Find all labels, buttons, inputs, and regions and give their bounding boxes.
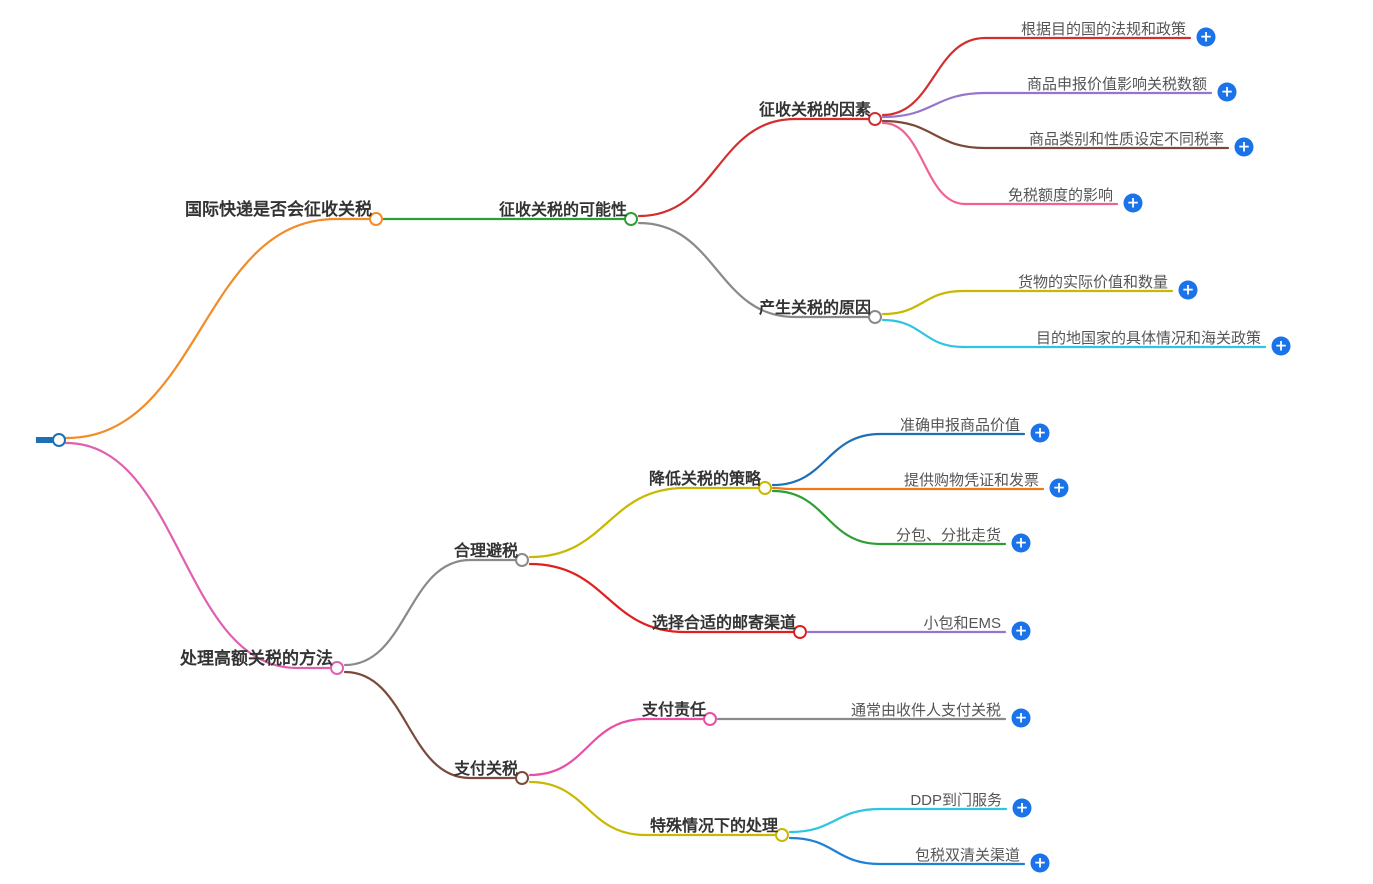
expand-plus-icon-l11[interactable]: + [1011, 708, 1031, 728]
edge-n2b-to-n2b1 [528, 717, 712, 777]
leaf-label-l8[interactable]: 提供购物凭证和发票 [903, 472, 1039, 489]
edge-n1a1-to-l4 [881, 121, 1119, 206]
edge-n1a1-to-l3 [881, 119, 1230, 150]
node-dot-n1a1[interactable] [868, 112, 882, 126]
edge-n2b2-to-l12 [788, 807, 1008, 834]
leaf-label-l2[interactable]: 商品申报价值影响关税数额 [1026, 76, 1207, 93]
node-label-n2a[interactable]: 合理避税 [453, 543, 518, 560]
leaf-label-l10[interactable]: 小包和EMS [923, 615, 1001, 632]
edge-n2-to-n2b [343, 670, 524, 780]
node-dot-n2b[interactable] [515, 771, 529, 785]
edge-n2a1-to-l9 [771, 489, 1007, 546]
edge-root-to-n1 [64, 217, 378, 440]
edge-n1a2-to-l5 [881, 289, 1174, 316]
edge-n1a-to-n1a1 [637, 117, 877, 218]
leaf-label-l6[interactable]: 目的地国家的具体情况和海关政策 [1035, 330, 1261, 347]
edge-n1a2-to-l6 [881, 318, 1267, 349]
expand-plus-icon-l1[interactable]: + [1196, 27, 1216, 47]
leaf-label-l13[interactable]: 包税双清关渠道 [914, 847, 1020, 864]
node-dot-n2a1[interactable] [758, 481, 772, 495]
leaf-label-l7[interactable]: 准确申报商品价值 [899, 417, 1020, 434]
expand-plus-icon-l5[interactable]: + [1178, 280, 1198, 300]
node-dot-n1a[interactable] [624, 212, 638, 226]
node-label-n2a2[interactable]: 选择合适的邮寄渠道 [651, 615, 796, 632]
expand-plus-icon-l4[interactable]: + [1123, 193, 1143, 213]
leaf-label-l4[interactable]: 免税额度的影响 [1007, 187, 1113, 204]
node-label-n2b[interactable]: 支付关税 [453, 761, 518, 778]
leaf-label-l12[interactable]: DDP到门服务 [910, 792, 1002, 809]
expand-plus-icon-l3[interactable]: + [1234, 137, 1254, 157]
expand-plus-icon-l7[interactable]: + [1030, 423, 1050, 443]
edge-n2b-to-n2b2 [528, 780, 784, 837]
edge-n1a-to-n1a2 [637, 221, 877, 319]
edge-root-to-n2 [64, 441, 339, 670]
leaf-label-l11[interactable]: 通常由收件人支付关税 [850, 702, 1001, 719]
expand-plus-icon-l8[interactable]: + [1049, 478, 1069, 498]
node-label-n2b2[interactable]: 特殊情况下的处理 [649, 818, 778, 835]
node-dot-n1a2[interactable] [868, 310, 882, 324]
expand-plus-icon-l13[interactable]: + [1030, 853, 1050, 873]
node-dot-n2a2[interactable] [793, 625, 807, 639]
node-dot-n2b1[interactable] [703, 712, 717, 726]
edge-n2a1-to-l7 [771, 432, 1026, 487]
expand-plus-icon-l2[interactable]: + [1217, 82, 1237, 102]
node-label-n1a[interactable]: 征收关税的可能性 [498, 202, 627, 219]
edge-n2a1-to-l8 [771, 486, 1045, 491]
node-dot-n2b2[interactable] [775, 828, 789, 842]
node-label-n2[interactable]: 处理高额关税的方法 [180, 649, 333, 668]
node-label-n2a1[interactable]: 降低关税的策略 [648, 471, 761, 488]
edge-n1a1-to-l2 [881, 91, 1213, 119]
edge-n2a-to-n2a2 [528, 562, 802, 634]
node-dot-n1[interactable] [369, 212, 383, 226]
leaf-label-l1[interactable]: 根据目的国的法规和政策 [1020, 21, 1186, 38]
expand-plus-icon-l6[interactable]: + [1271, 336, 1291, 356]
expand-plus-icon-l10[interactable]: + [1011, 621, 1031, 641]
root-node-dot[interactable] [52, 433, 66, 447]
node-label-n1a1[interactable]: 征收关税的因素 [758, 102, 871, 119]
node-label-n1[interactable]: 国际快递是否会征收关税 [185, 200, 372, 219]
expand-plus-icon-l12[interactable]: + [1012, 798, 1032, 818]
node-dot-n2a[interactable] [515, 553, 529, 567]
node-label-n2b1[interactable]: 支付责任 [641, 702, 706, 719]
edge-n2a-to-n2a1 [528, 486, 767, 559]
root-stub-bar [36, 437, 53, 443]
node-dot-n2[interactable] [330, 661, 344, 675]
leaf-label-l5[interactable]: 货物的实际价值和数量 [1017, 274, 1168, 291]
edge-n1a1-to-l1 [881, 36, 1192, 117]
leaf-label-l9[interactable]: 分包、分批走货 [895, 527, 1001, 544]
leaf-label-l3[interactable]: 商品类别和性质设定不同税率 [1028, 131, 1224, 148]
edge-n2b2-to-l13 [788, 836, 1026, 866]
node-label-n1a2[interactable]: 产生关税的原因 [758, 300, 871, 317]
edge-n2-to-n2a [343, 558, 524, 667]
expand-plus-icon-l9[interactable]: + [1011, 533, 1031, 553]
